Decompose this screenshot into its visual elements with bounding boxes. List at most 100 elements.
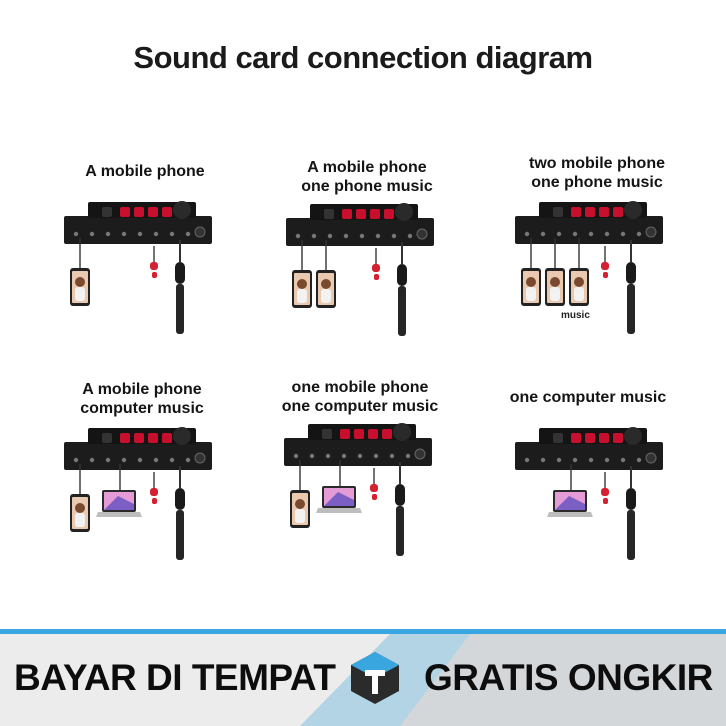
jack xyxy=(73,457,79,463)
knob xyxy=(356,209,366,219)
microphone-icon xyxy=(395,462,405,556)
connection-panel-3 xyxy=(513,198,693,358)
jack xyxy=(636,457,642,463)
jack xyxy=(540,231,546,237)
sound-card-body xyxy=(64,442,212,470)
jack xyxy=(524,231,530,237)
jack xyxy=(73,231,79,237)
caption-panel-6: one computer music xyxy=(509,389,667,406)
sound-card-body xyxy=(286,218,434,246)
knob xyxy=(553,207,563,217)
banner-stripe xyxy=(0,629,726,634)
jack xyxy=(295,233,301,239)
knob xyxy=(370,209,380,219)
knob xyxy=(322,429,332,439)
jack xyxy=(185,231,191,237)
sound-card-body xyxy=(64,216,212,244)
connection-panel-2 xyxy=(284,200,464,360)
sound-card-device xyxy=(515,427,663,560)
earphone-icon xyxy=(601,472,609,504)
jack xyxy=(636,231,642,237)
knob xyxy=(162,207,172,217)
jack xyxy=(169,457,175,463)
volume-knob xyxy=(395,203,413,221)
free-shipping-text: GRATIS ONGKIR xyxy=(424,657,713,698)
jack xyxy=(309,453,315,459)
knob xyxy=(120,207,130,217)
caption-panel-5: one mobile phone one computer music xyxy=(281,379,439,415)
laptop-icon xyxy=(547,490,593,517)
jack xyxy=(89,231,95,237)
knob xyxy=(340,429,350,439)
knob xyxy=(134,433,144,443)
sound-card-device xyxy=(64,201,212,334)
phone-icon xyxy=(290,490,310,528)
knob xyxy=(613,207,623,217)
main-jack xyxy=(416,228,428,240)
knob xyxy=(599,433,609,443)
knob xyxy=(585,433,595,443)
jack xyxy=(105,231,111,237)
knob xyxy=(324,209,334,219)
phone-icon xyxy=(316,270,336,308)
connection-panel-5 xyxy=(282,420,462,580)
earphone-icon xyxy=(372,248,380,280)
jack xyxy=(389,453,395,459)
jack xyxy=(604,231,610,237)
sound-card-device xyxy=(286,203,434,336)
phone-icon xyxy=(292,270,312,308)
truck-box-logo-icon xyxy=(351,652,399,704)
connection-panel-4 xyxy=(62,424,242,584)
jack xyxy=(357,453,363,459)
knob xyxy=(368,429,378,439)
main-jack xyxy=(645,452,657,464)
sound-card-device xyxy=(284,423,432,556)
connection-panel-6 xyxy=(513,424,693,584)
jack xyxy=(121,231,127,237)
earphone-icon xyxy=(150,472,158,504)
jack xyxy=(556,457,562,463)
microphone-icon xyxy=(175,240,185,334)
sound-card-device xyxy=(64,427,212,560)
volume-knob xyxy=(624,201,642,219)
jack xyxy=(588,457,594,463)
caption-panel-3: two mobile phone one phone music xyxy=(529,155,665,191)
jack xyxy=(373,453,379,459)
jack xyxy=(572,231,578,237)
main-jack xyxy=(194,452,206,464)
jack xyxy=(89,457,95,463)
jack xyxy=(185,457,191,463)
knob xyxy=(553,433,563,443)
knob xyxy=(148,207,158,217)
jack xyxy=(105,457,111,463)
banner-swoosh xyxy=(300,634,726,726)
knob xyxy=(571,207,581,217)
phone-icon xyxy=(70,494,90,532)
volume-knob xyxy=(173,201,191,219)
jack xyxy=(524,457,530,463)
volume-knob xyxy=(393,423,411,441)
microphone-icon xyxy=(175,466,185,560)
jack xyxy=(153,231,159,237)
main-jack xyxy=(194,226,206,238)
sound-card-body xyxy=(284,438,432,466)
connection-panel-1 xyxy=(62,198,242,358)
knob xyxy=(613,433,623,443)
jack xyxy=(293,453,299,459)
knob xyxy=(148,433,158,443)
jack xyxy=(572,457,578,463)
microphone-icon xyxy=(626,240,636,334)
earphone-icon xyxy=(150,246,158,278)
jack xyxy=(620,231,626,237)
microphone-icon xyxy=(397,242,407,336)
jack xyxy=(153,457,159,463)
knob xyxy=(102,433,112,443)
microphone-icon xyxy=(626,466,636,560)
knob xyxy=(102,207,112,217)
cod-text: BAYAR DI TEMPAT xyxy=(14,657,336,698)
sound-card-body xyxy=(515,442,663,470)
jack xyxy=(137,457,143,463)
jack xyxy=(341,453,347,459)
volume-knob xyxy=(624,427,642,445)
music-label: music xyxy=(561,310,590,321)
